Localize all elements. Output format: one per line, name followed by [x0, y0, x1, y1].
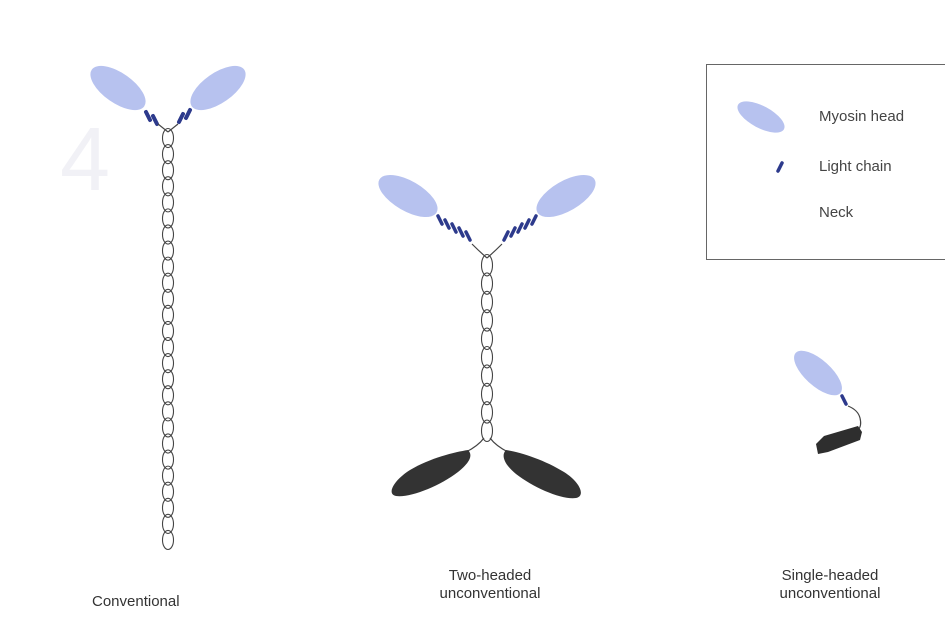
- conventional-head-right: [183, 57, 253, 118]
- caption-single-headed: Single-headed unconventional: [755, 567, 905, 603]
- conventional-neck-right: [168, 124, 178, 132]
- two-headed-head-right: [530, 167, 602, 226]
- background-watermark-glyph: 4: [60, 110, 110, 210]
- two-headed-head-left: [372, 167, 444, 226]
- caption-single-headed-line1: Single-headed: [755, 567, 905, 585]
- single-headed-head: [787, 343, 849, 402]
- legend-item-neck: Neck: [707, 195, 945, 231]
- legend-item-light-chain: Light chain: [707, 149, 945, 185]
- light-chain-legend-icon: [727, 149, 797, 185]
- caption-single-headed-line2: unconventional: [755, 585, 905, 603]
- myosin-head-legend-icon: [727, 99, 797, 135]
- legend-label-light-chain: Light chain: [819, 158, 892, 175]
- caption-two-headed-line1: Two-headed: [415, 567, 565, 585]
- single-headed-light-chain: [842, 396, 846, 404]
- two-headed-tail-domain-left: [392, 450, 471, 496]
- conventional-neck-left: [158, 124, 168, 132]
- legend: Myosin head Light chain Neck: [706, 64, 945, 260]
- two-headed-coiled-coil: [482, 255, 493, 442]
- conventional-coiled-coil-tail: [163, 129, 174, 550]
- single-headed-myosin: [787, 343, 862, 454]
- two-headed-light-chains: [438, 216, 536, 240]
- legend-label-neck: Neck: [819, 204, 853, 221]
- two-headed-tail-domain-right: [504, 450, 581, 498]
- single-headed-tail-domain: [816, 426, 862, 454]
- single-headed-neck: [848, 406, 861, 430]
- caption-two-headed-line2: unconventional: [415, 585, 565, 603]
- two-headed-fork-left: [466, 438, 484, 452]
- legend-item-myosin-head: Myosin head: [707, 99, 945, 135]
- two-headed-fork-right: [490, 438, 508, 452]
- two-headed-myosin: [372, 167, 602, 499]
- conventional-light-chains: [146, 110, 190, 124]
- legend-label-myosin-head: Myosin head: [819, 108, 904, 125]
- caption-conventional: Conventional: [92, 593, 180, 611]
- caption-two-headed: Two-headed unconventional: [415, 567, 565, 603]
